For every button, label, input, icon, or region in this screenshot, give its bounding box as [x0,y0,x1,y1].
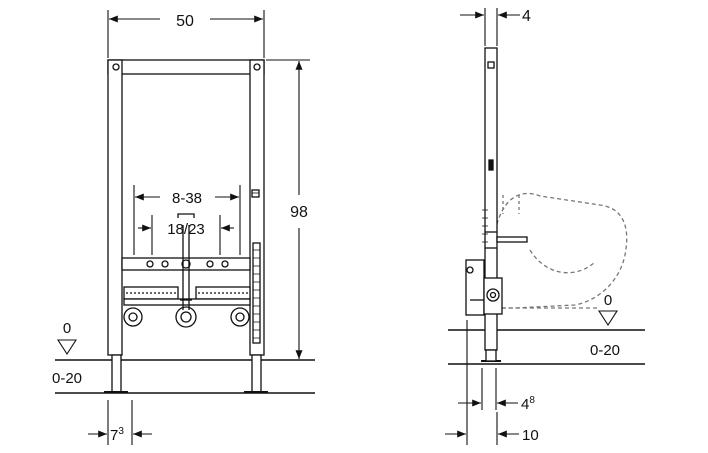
inner-span-label: 8-38 [172,190,202,207]
leg-label: 73 [110,426,124,444]
width-label: 50 [176,13,194,30]
side-bottom-label1-main: 4 [521,396,529,413]
front-view [55,59,315,394]
side-floor-range-label: 0-20 [590,342,620,359]
side-bottom-label2: 10 [522,427,539,444]
side-floor-zero-label: 0 [604,292,612,309]
front-floor-zero-label: 0 [63,320,71,337]
front-dimensions [56,10,310,445]
side-bottom-label1: 48 [521,395,535,413]
leg-label-main: 7 [110,427,118,444]
side-dimensions [445,8,619,445]
inner-span2-label: 18/23 [167,221,205,238]
front-floor-range-label: 0-20 [52,370,82,387]
side-bottom-label1-sup: 8 [529,395,535,406]
side-top-label: 4 [522,8,531,25]
leg-label-sup: 3 [118,426,124,437]
height-label: 98 [290,204,308,221]
side-view [448,47,645,365]
